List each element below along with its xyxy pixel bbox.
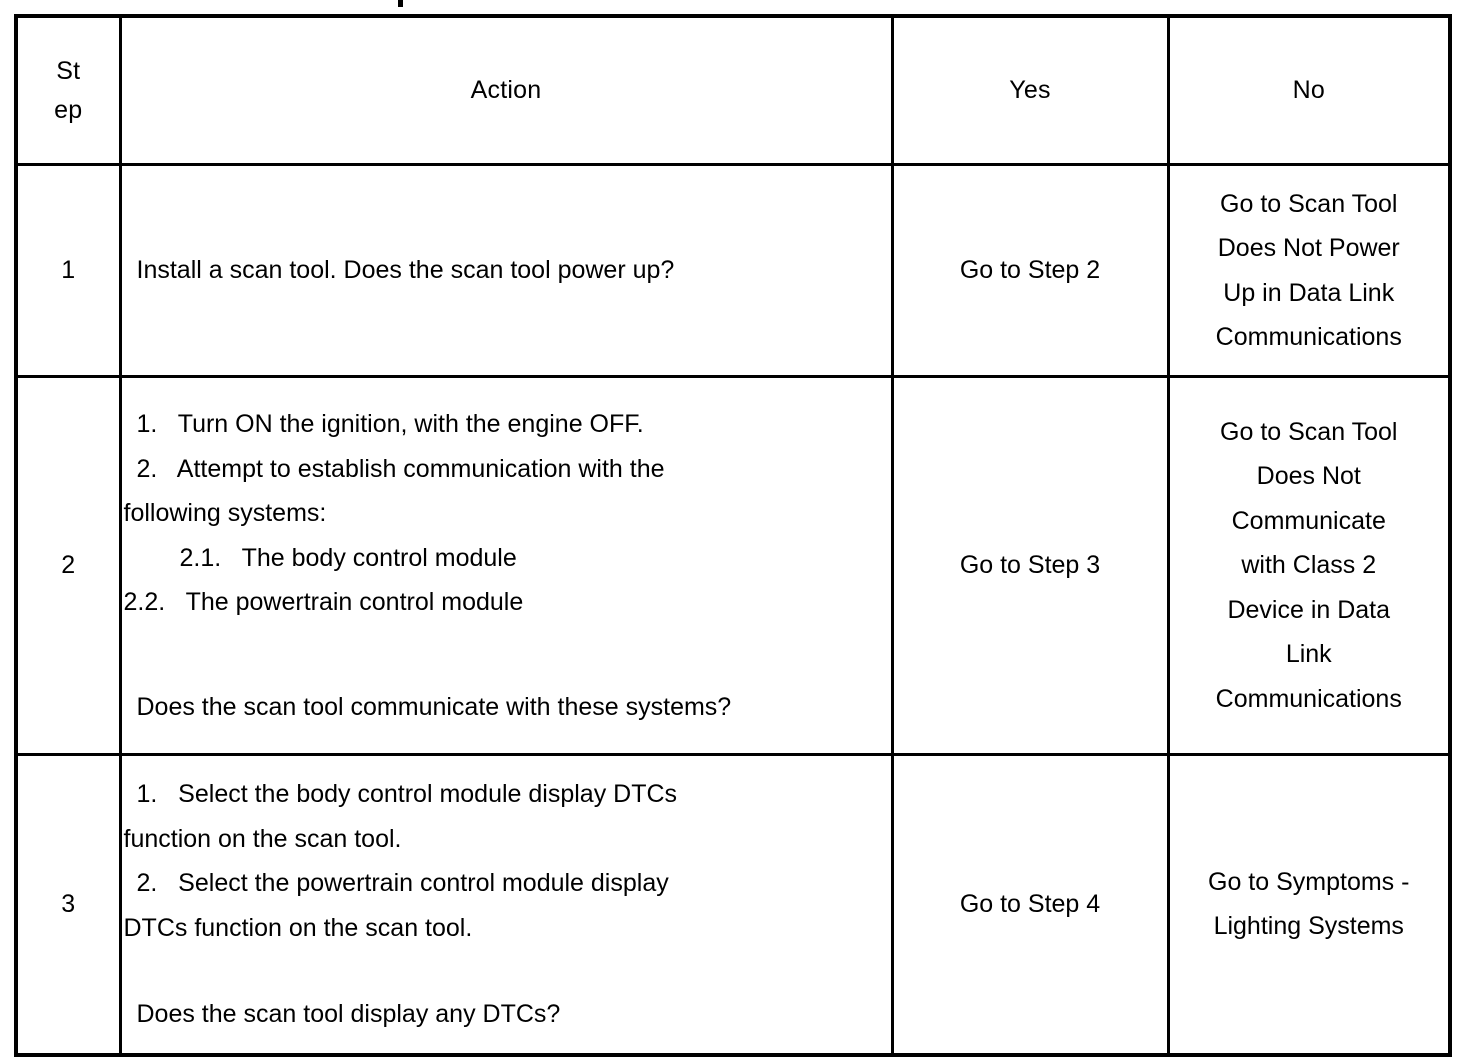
- yes-cell: Go to Step 3: [890, 375, 1170, 756]
- no-line: Go to Symptoms -: [1208, 867, 1410, 896]
- no-line: Communications: [1215, 323, 1402, 351]
- column-header-no: No: [1166, 14, 1452, 166]
- action-line: 2.2. The powertrain control module: [123, 588, 524, 616]
- action-line: 2. Select the powertrain control module …: [136, 869, 669, 897]
- column-header-yes: Yes: [890, 14, 1170, 166]
- yes-cell: Go to Step 2: [890, 163, 1170, 378]
- yes-cell: Go to Step 4: [890, 753, 1170, 1056]
- column-header-step: St ep: [14, 14, 122, 166]
- step-number: 2: [14, 375, 122, 756]
- no-line: Does Not: [1256, 462, 1361, 491]
- yes-line: Go to Step 2: [959, 256, 1101, 285]
- action-line: DTCs function on the scan tool.: [123, 913, 473, 942]
- diagnostic-table-wrapper: St ep Action Yes No 1 Install a scan too…: [14, 14, 1452, 1057]
- action-line: Does the scan tool display any DTCs?: [136, 1000, 561, 1028]
- no-line: Communicate: [1231, 506, 1386, 535]
- action-cell: 1. Turn ON the ignition, with the engine…: [118, 375, 894, 756]
- column-header-action: Action: [118, 14, 894, 166]
- no-cell: Go to Symptoms - Lighting Systems: [1166, 753, 1452, 1056]
- action-line: Does the scan tool communicate with thes…: [136, 692, 732, 721]
- action-line: function on the scan tool.: [123, 824, 402, 853]
- table-row: 3 1. Select the body control module disp…: [14, 753, 1452, 1056]
- yes-line: Go to Step 3: [959, 551, 1101, 580]
- action-text-block: Install a scan tool. Does the scan tool …: [122, 248, 891, 293]
- action-spacer: [122, 950, 891, 992]
- action-spacer: [122, 625, 891, 685]
- no-cell: Go to Scan Tool Does Not Power Up in Dat…: [1166, 163, 1452, 378]
- action-text-block: 1. Select the body control module displa…: [122, 772, 891, 1037]
- action-line: following systems:: [123, 499, 327, 527]
- clipped-text-fragment: [398, 0, 403, 7]
- column-header-step-line2: ep: [54, 95, 83, 124]
- step-number: 3: [14, 753, 122, 1056]
- no-line: Lighting Systems: [1213, 912, 1404, 941]
- action-line: 1. Select the body control module displa…: [136, 780, 678, 808]
- no-line: Go to Scan Tool: [1220, 417, 1398, 446]
- no-line: Communications: [1215, 684, 1402, 713]
- table-row: 1 Install a scan tool. Does the scan too…: [14, 163, 1452, 378]
- action-line: Install a scan tool. Does the scan tool …: [136, 256, 675, 285]
- diagnostic-step-table: St ep Action Yes No 1 Install a scan too…: [14, 14, 1452, 1057]
- table-header-row: St ep Action Yes No: [14, 14, 1452, 166]
- action-line: 2. Attempt to establish communication wi…: [136, 454, 665, 483]
- no-line: Go to Scan Tool: [1220, 189, 1398, 218]
- no-line: Up in Data Link: [1223, 278, 1395, 307]
- no-line: Link: [1285, 640, 1332, 669]
- action-line: 1. Turn ON the ignition, with the engine…: [136, 410, 644, 438]
- table-row: 2 1. Turn ON the ignition, with the engi…: [14, 375, 1452, 756]
- yes-line: Go to Step 4: [959, 890, 1101, 918]
- action-text-block: 1. Turn ON the ignition, with the engine…: [122, 402, 891, 729]
- no-line: Device in Data: [1227, 595, 1391, 624]
- action-line: 2.1. The body control module: [179, 543, 517, 572]
- column-header-step-line1: St: [56, 56, 81, 85]
- step-number: 1: [14, 163, 122, 378]
- no-cell: Go to Scan Tool Does Not Communicate wit…: [1166, 375, 1452, 756]
- no-line: Does Not Power: [1217, 234, 1400, 262]
- table-body: 1 Install a scan tool. Does the scan too…: [14, 163, 1452, 1056]
- no-line: with Class 2: [1241, 551, 1377, 580]
- action-cell: Install a scan tool. Does the scan tool …: [118, 163, 894, 378]
- action-cell: 1. Select the body control module displa…: [118, 753, 894, 1056]
